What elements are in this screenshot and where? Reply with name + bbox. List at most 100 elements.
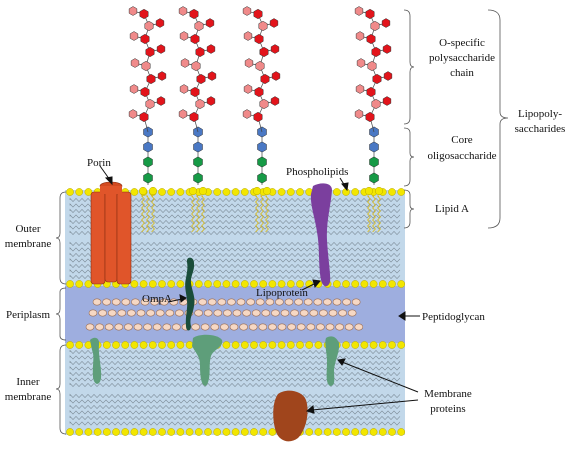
headgroup xyxy=(277,341,286,349)
o-antigen-branch-sugar xyxy=(355,31,365,41)
headgroup xyxy=(176,341,185,349)
lipid-tail-row xyxy=(69,355,401,360)
lipid-headgroups xyxy=(66,188,406,436)
headgroup xyxy=(388,188,396,196)
headgroup xyxy=(222,428,231,436)
headgroup xyxy=(296,188,304,196)
peptidoglycan-bead xyxy=(220,323,229,331)
peptidoglycan-bead xyxy=(203,309,213,317)
o-antigen-branch-sugar xyxy=(270,44,280,54)
o-antigen-branch-sugar xyxy=(356,58,366,68)
membrane-proteins-label-line1: Membrane xyxy=(424,388,472,400)
o-antigen-branch-sugar xyxy=(381,18,391,28)
o-antigen-branch-sugar xyxy=(242,109,252,119)
core-sugar xyxy=(369,156,379,168)
headgroup xyxy=(342,341,350,349)
o-antigen-branch-sugar xyxy=(156,44,166,54)
peptidoglycan-bead xyxy=(236,298,246,306)
core-sugar xyxy=(369,172,379,184)
core-label-line1: Core xyxy=(451,134,473,146)
headgroup xyxy=(250,280,258,288)
peptidoglycan-bead xyxy=(117,309,127,317)
o-antigen-branch-sugar xyxy=(355,84,365,94)
headgroup xyxy=(194,428,203,436)
headgroup xyxy=(176,280,185,288)
peptidoglycan-bead xyxy=(328,309,338,317)
o-antigen-sugar xyxy=(196,73,206,85)
headgroup xyxy=(268,428,277,436)
headgroup xyxy=(397,280,406,288)
lipid-a-tail xyxy=(264,195,269,233)
lipoprotein-label: Lipoprotein xyxy=(256,287,308,299)
headgroup xyxy=(139,428,148,436)
lipopolysaccharide-chains xyxy=(128,6,393,185)
lipid-tail-row xyxy=(69,382,401,388)
lipid-a-tail xyxy=(371,195,376,233)
inner-membrane-label-line2: membrane xyxy=(5,391,52,403)
peptidoglycan-bead xyxy=(332,298,342,306)
headgroup xyxy=(286,188,295,196)
peptidoglycan-bead xyxy=(98,309,107,317)
o-antigen-branch-sugar xyxy=(178,109,188,119)
annotation-arrows xyxy=(99,165,420,414)
core-sugar xyxy=(193,156,203,168)
o-specific-label-line1: O-specific xyxy=(439,37,485,49)
headgroup xyxy=(213,188,222,196)
lipid-a-head xyxy=(252,186,262,196)
o-antigen-branch-sugar xyxy=(354,6,364,16)
headgroup xyxy=(167,280,176,288)
peptidoglycan-bead xyxy=(284,298,294,306)
lipid-a-head xyxy=(198,186,208,196)
lipid-a-tail xyxy=(200,195,205,233)
o-antigen-branch-sugar xyxy=(271,71,281,81)
o-antigen-sugar xyxy=(370,20,380,32)
inner-membrane-region xyxy=(65,343,405,435)
headgroup xyxy=(286,280,295,288)
o-antigen-sugar xyxy=(254,86,264,98)
headgroup xyxy=(84,428,93,436)
phospholipid-protein xyxy=(310,183,332,287)
headgroup xyxy=(250,341,258,349)
core-sugar xyxy=(257,141,267,153)
peptidoglycan-bead xyxy=(194,309,203,317)
o-antigen-sugar xyxy=(144,20,154,32)
o-antigen-branch-sugar xyxy=(244,58,254,68)
peptidoglycan-bead xyxy=(335,323,344,331)
peptidoglycan-bead xyxy=(242,309,251,317)
peptidoglycan-bead xyxy=(319,309,328,317)
o-specific-label-line3: chain xyxy=(450,67,474,79)
headgroup xyxy=(185,341,194,349)
peptidoglycan-bead xyxy=(303,298,313,306)
headgroup xyxy=(130,280,139,288)
headgroup xyxy=(66,188,74,196)
o-antigen-branch-sugar xyxy=(383,71,393,81)
o-antigen-sugar xyxy=(366,33,376,45)
lipid-tail-row xyxy=(69,377,401,382)
headgroup xyxy=(369,280,378,288)
core-sugar xyxy=(257,172,267,184)
o-antigen-branch-sugar xyxy=(207,71,217,81)
headgroup xyxy=(121,341,130,349)
ompa-protein xyxy=(185,257,195,331)
headgroup xyxy=(342,428,350,436)
lipid-tail-row xyxy=(69,415,401,421)
headgroup xyxy=(185,428,194,436)
ompa-label: OmpA xyxy=(142,293,172,305)
o-antigen-sugar xyxy=(139,111,149,123)
peptidoglycan-bead xyxy=(354,323,364,331)
peptidoglycan-bead xyxy=(143,323,152,331)
peptidoglycan-bead xyxy=(227,298,236,306)
headgroup xyxy=(360,280,369,288)
headgroup xyxy=(305,341,314,349)
o-antigen-sugar xyxy=(146,73,156,85)
lipid-tail-row xyxy=(69,366,401,371)
o-antigen-branch-sugar xyxy=(206,96,216,106)
headgroup xyxy=(296,280,304,288)
peptidoglycan-bead xyxy=(313,298,323,306)
o-antigen-branch-sugar xyxy=(242,6,252,16)
peptidoglycan-bead xyxy=(104,323,114,331)
lipid-a-tail xyxy=(140,195,145,233)
headgroup xyxy=(231,188,240,196)
o-antigen-branch-sugar xyxy=(180,58,190,68)
